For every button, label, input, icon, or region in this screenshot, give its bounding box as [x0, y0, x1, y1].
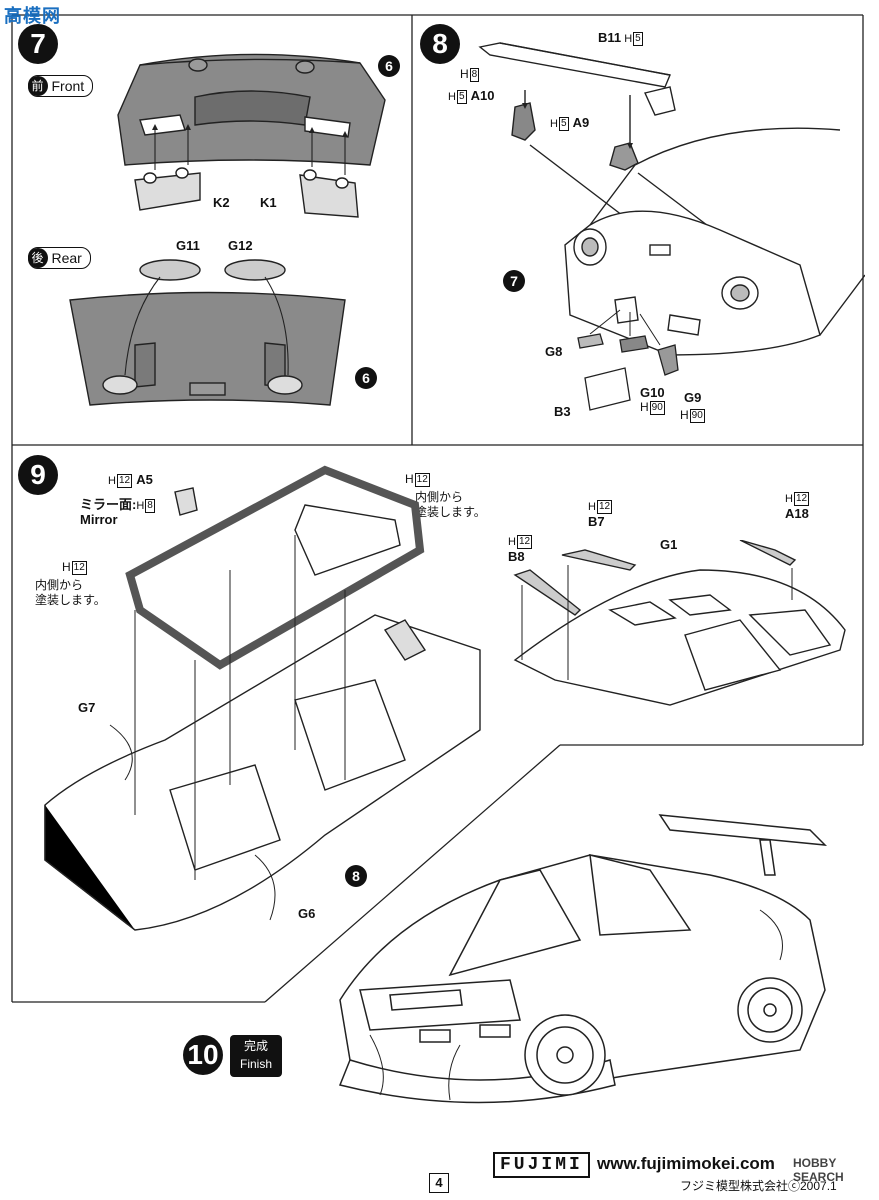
paint-h-a9: H: [550, 118, 558, 130]
paint-inside-right-note: 内側から塗装します。: [415, 490, 486, 520]
step-7-badge: 7: [18, 24, 58, 64]
front-kanji: 前: [27, 76, 48, 96]
paint-a5-code: 12: [116, 474, 133, 489]
paint-h-a10a: H: [460, 67, 469, 81]
paint-h-inside-l: H: [62, 560, 71, 574]
paint-g10-code: 90: [649, 400, 665, 415]
paint-a9-code: 5: [558, 117, 569, 132]
paint-inside-l-1: 内側から: [35, 578, 84, 592]
rear-label: 後 Rear: [27, 247, 91, 269]
paint-inside-left-note: 内側から塗装します。: [35, 578, 106, 608]
paint-h-mirror: H: [136, 500, 145, 512]
copyright: フジミ模型株式会社ⓒ2007.1: [680, 1179, 837, 1193]
roof-panel-illustration: [513, 540, 846, 706]
step-9-badge: 9: [18, 455, 58, 495]
part-b11: B11: [598, 30, 622, 45]
paint-inside-r-code: 12: [414, 472, 430, 487]
website-url[interactable]: www.fujimimokei.com: [597, 1154, 775, 1173]
mirror-note-jp: ミラー面:: [80, 497, 137, 512]
part-b7: B7: [588, 514, 605, 529]
paint-h-g9: H: [680, 408, 689, 422]
paint-h-g10: H: [640, 400, 649, 414]
paint-h-b7: H: [588, 500, 596, 513]
part-a5: A5: [136, 472, 153, 487]
ref-6-rear: 6: [355, 367, 377, 389]
part-b8: B8: [508, 549, 525, 564]
part-g7: G7: [78, 700, 96, 715]
watermark-logo: 高模网: [4, 6, 61, 26]
part-k1: K1: [260, 195, 277, 210]
finish-en: Finish: [239, 1057, 272, 1071]
part-g1: G1: [660, 537, 678, 552]
rear-wing-trunk-illustration: [478, 42, 865, 356]
part-b3: B3: [554, 404, 571, 419]
paint-inside-r-2: 塗装します。: [415, 505, 486, 519]
page-number: 4: [429, 1173, 449, 1193]
ref-8: 8: [345, 865, 367, 887]
part-g9: G9: [684, 390, 702, 405]
paint-h-a18: H: [785, 492, 793, 505]
paint-h-b11: H: [624, 33, 633, 45]
finish-box: 完成 Finish: [230, 1035, 282, 1077]
rear-kanji: 後: [27, 248, 48, 268]
paint-g9-code: 90: [689, 408, 705, 423]
fujimi-logo: FUJIMI: [493, 1152, 590, 1178]
paint-inside-l-code: 12: [71, 560, 87, 575]
completed-car-illustration: [338, 814, 828, 1104]
rear-small-parts-illustration: [577, 309, 679, 411]
part-a10: A10: [470, 88, 495, 103]
hobbysearch-watermark: HOBBY SEARCH: [793, 1156, 844, 1184]
mirror-note-en: Mirror: [80, 512, 118, 527]
part-g8: G8: [545, 344, 563, 359]
paint-inside-r-1: 内側から: [415, 490, 464, 504]
rear-text: Rear: [51, 250, 82, 266]
front-label: 前 Front: [27, 75, 94, 97]
part-a18: A18: [785, 506, 809, 521]
ref-7: 7: [503, 270, 525, 292]
paint-h-inside-r: H: [405, 472, 414, 486]
rear-bumper-illustration: [69, 259, 346, 406]
part-a9: A9: [572, 115, 590, 130]
finish-jp: 完成: [243, 1039, 268, 1053]
front-bumper-illustration: [117, 53, 386, 218]
part-g10: G10: [640, 385, 665, 400]
paint-a18-code: 12: [793, 492, 810, 506]
part-k2: K2: [213, 195, 230, 210]
body-window-illustration: [44, 465, 481, 931]
part-g6: G6: [298, 906, 316, 921]
paint-b8-code: 12: [516, 535, 533, 549]
part-g12: G12: [228, 238, 253, 253]
paint-b11-code: 5: [633, 32, 643, 47]
ref-6-front: 6: [378, 55, 400, 77]
step-8-badge: 8: [420, 24, 460, 64]
paint-inside-l-2: 塗装します。: [35, 593, 106, 607]
step-10-badge: 10: [183, 1035, 223, 1075]
paint-b7-code: 12: [596, 500, 613, 514]
part-g11: G11: [176, 238, 200, 253]
paint-a10-code-5: 5: [456, 90, 467, 105]
front-text: Front: [51, 78, 85, 94]
paint-h-a10b: H: [448, 91, 456, 103]
paint-h-a5: H: [108, 475, 116, 487]
paint-h-b8: H: [508, 535, 516, 548]
paint-a10-code-8: 8: [469, 67, 480, 82]
paint-mirror-code: 8: [145, 499, 155, 514]
